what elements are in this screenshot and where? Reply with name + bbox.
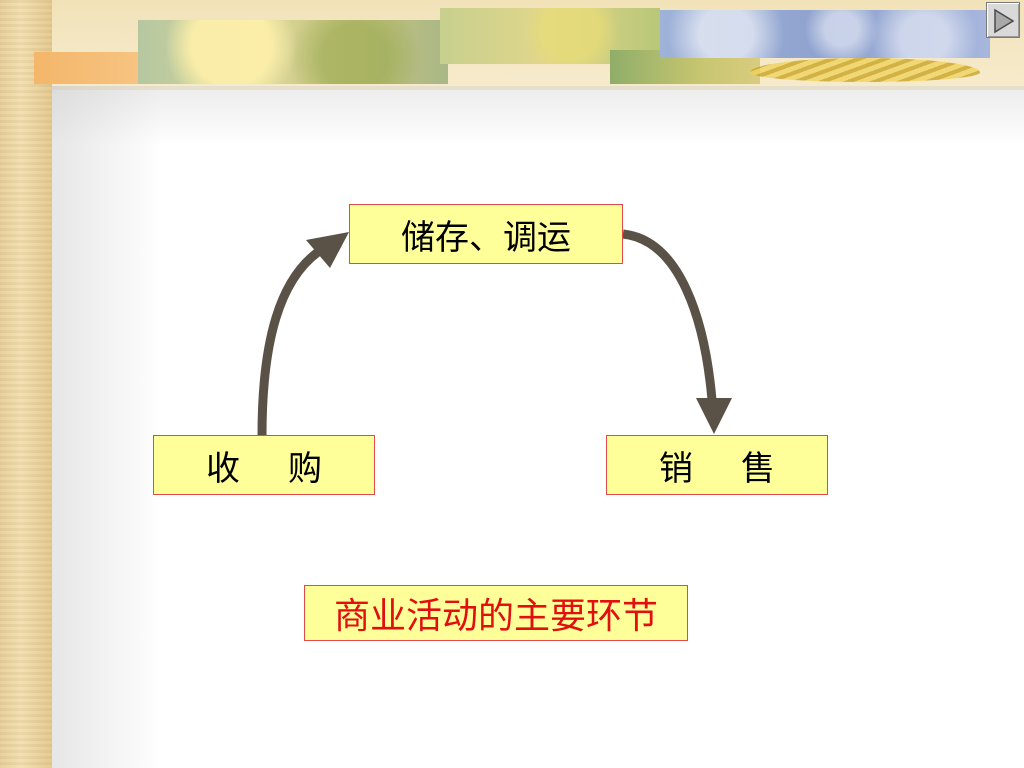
left-parchment-band — [0, 0, 52, 768]
node-purchase-char-2: 购 — [288, 448, 322, 489]
node-sales-char-1: 销 — [659, 448, 693, 489]
diagram-caption-text: 商业活动的主要环节 — [333, 596, 658, 637]
blue-flower-banner-image — [660, 10, 990, 58]
node-purchase-char-1: 收 — [206, 448, 240, 489]
arrow-storage-to-sales — [622, 229, 717, 401]
node-storage-label: 储存、调运 — [401, 217, 571, 258]
arrowhead-sales — [696, 398, 732, 434]
node-purchase: 收 购 — [153, 435, 375, 495]
arrowhead-storage — [306, 232, 349, 268]
node-sales-char-2: 售 — [741, 448, 775, 489]
play-triangle-icon — [994, 8, 1015, 34]
wheat-decor-image — [750, 58, 980, 82]
side-shadow — [52, 86, 162, 768]
top-shadow — [52, 86, 1024, 146]
leaf-banner-image — [138, 20, 448, 84]
next-slide-button[interactable] — [986, 2, 1020, 38]
diagram-caption: 商业活动的主要环节 — [304, 585, 688, 641]
node-sales: 销 售 — [606, 435, 828, 495]
node-storage-transport: 储存、调运 — [349, 204, 623, 264]
arrow-purchase-to-storage — [257, 248, 321, 437]
